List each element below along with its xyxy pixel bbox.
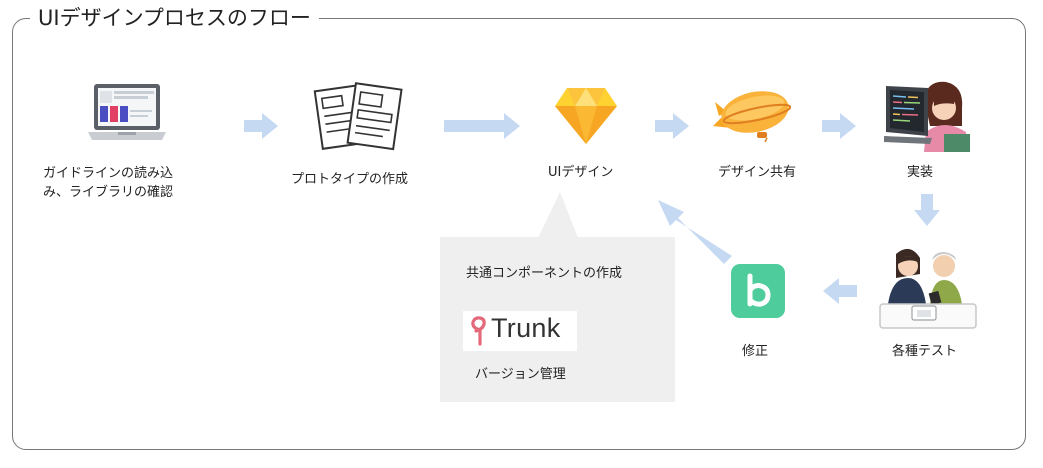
bubble-tool-caption: バージョン管理: [475, 367, 566, 382]
step-share-label: デザイン共有: [718, 165, 797, 180]
person-coding-icon: [884, 81, 970, 152]
step-prototype-label: プロトタイプの作成: [291, 172, 409, 187]
trunk-logo-icon: [471, 316, 486, 346]
bubble-tail: [538, 192, 578, 238]
step-implement-label: 実装: [907, 165, 934, 180]
green-app-icon: [731, 264, 785, 318]
laptop-icon: [88, 84, 166, 140]
trunk-logo-text: Trunk: [491, 313, 561, 343]
arrow-right-4: [822, 113, 856, 139]
document-sheets-icon: [313, 82, 403, 151]
arrow-diagonal-back: [658, 200, 732, 264]
step-guideline-label-1: ガイドラインの読み込: [43, 166, 174, 181]
arrow-right-2: [444, 113, 520, 139]
user-testing-icon: [879, 248, 977, 329]
arrow-right-1: [244, 113, 278, 139]
step-test-label: 各種テスト: [892, 344, 958, 359]
step-fix-label: 修正: [742, 344, 769, 359]
arrow-down: [914, 194, 940, 226]
arrow-right-3: [655, 113, 689, 139]
step-ui-design-label: UIデザイン: [548, 165, 614, 180]
arrow-left: [823, 278, 857, 304]
sketch-diamond-icon: [555, 88, 617, 144]
zeplin-blimp-icon: [713, 91, 791, 143]
flow-frame: [12, 18, 1026, 450]
page-title: UIデザインプロセスのフロー: [30, 4, 319, 32]
bubble-heading: 共通コンポーネントの作成: [466, 266, 623, 281]
step-guideline-label-2: み、ライブラリの確認: [43, 185, 174, 200]
